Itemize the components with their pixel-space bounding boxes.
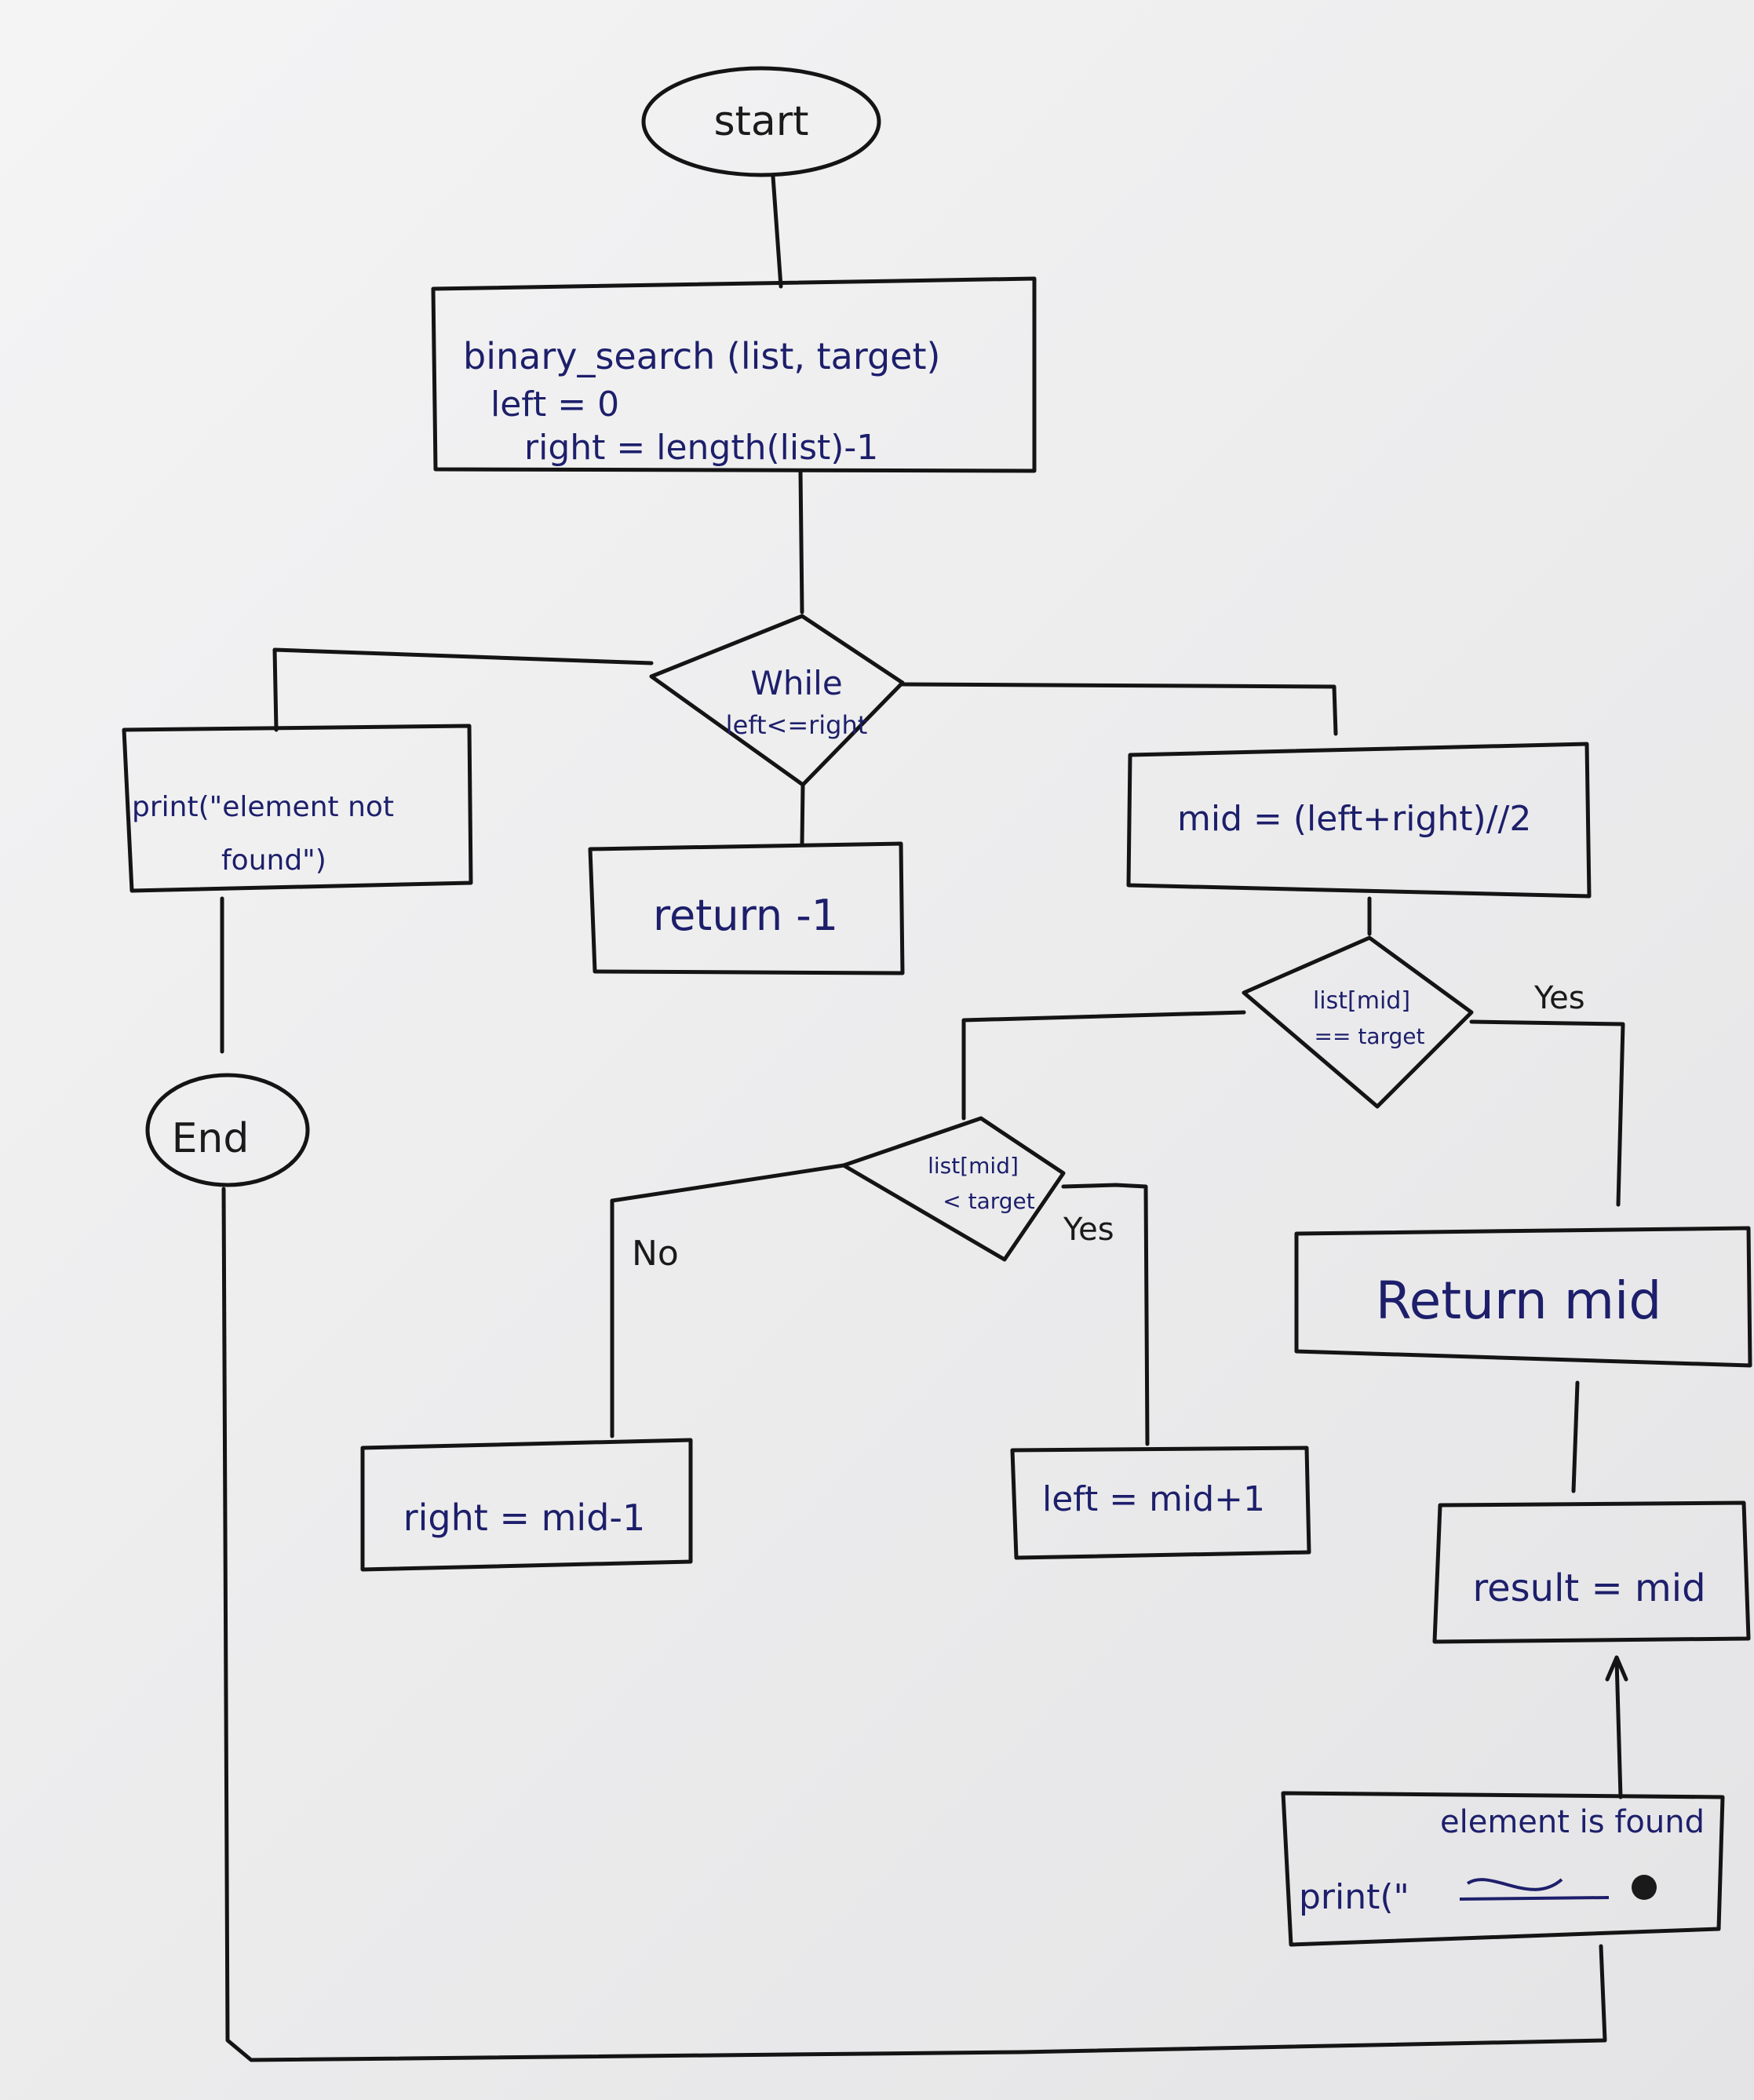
edge-start-init: [771, 174, 783, 289]
edge-init-while: [798, 468, 804, 614]
left-update-label: left = mid+1: [1042, 1479, 1265, 1519]
ink-blot: [1632, 1875, 1657, 1900]
scribble-mark: [1459, 1878, 1610, 1901]
start-terminal: [641, 66, 881, 177]
lt-check-line1: list[mid]: [928, 1153, 1019, 1179]
while-line1: While: [750, 664, 842, 702]
print-found-over-label: element is found: [1440, 1804, 1705, 1840]
init-process-box: [431, 276, 1037, 473]
edge-lt-no: [610, 1163, 846, 1438]
edge-while-true: [900, 682, 1338, 736]
eq-yes-label: Yes: [1533, 980, 1585, 1016]
return-mid-box: [1294, 1226, 1752, 1368]
return-mid-label: Return mid: [1376, 1271, 1662, 1331]
result-assign-label: result = mid: [1472, 1566, 1705, 1610]
not-found-line2: found"): [221, 844, 326, 877]
lt-no-label: No: [632, 1234, 679, 1274]
mid-calc-label: mid = (left+right)//2: [1177, 799, 1531, 839]
return-neg-label: return -1: [653, 891, 838, 940]
arrowhead-up: [1605, 1655, 1628, 1682]
eq-check-line1: list[mid]: [1313, 987, 1410, 1015]
edge-eq-yes: [1469, 1019, 1625, 1207]
not-found-box: [122, 724, 473, 893]
init-line1: binary_search (list, target): [463, 335, 940, 377]
lt-yes-label: Yes: [1063, 1212, 1114, 1248]
print-found-box: [1281, 1791, 1725, 1947]
edge-eq-no: [961, 1010, 1246, 1121]
lt-decision: [841, 1116, 1066, 1262]
right-update-box: [360, 1438, 693, 1572]
edge-lt-yes: [1061, 1183, 1150, 1446]
left-update-box: [1010, 1446, 1311, 1560]
edge-while-false: [272, 647, 654, 732]
print-found-label: print(": [1299, 1877, 1409, 1917]
not-found-line1: print("element not: [132, 791, 394, 823]
mid-calc-box: [1126, 742, 1592, 899]
init-line2: left = 0: [490, 385, 619, 425]
right-update-label: right = mid-1: [403, 1497, 646, 1539]
eq-decision: [1242, 935, 1474, 1109]
end-terminal: [145, 1073, 310, 1187]
edge-return-result: [1571, 1380, 1580, 1493]
while-line2: left<=right: [726, 710, 868, 740]
lt-check-line2: < target: [943, 1188, 1035, 1214]
start-label: start: [713, 98, 808, 145]
end-label: End: [172, 1115, 250, 1162]
init-line3: right = length(list)-1: [524, 428, 878, 468]
eq-check-line2: == target: [1315, 1023, 1425, 1049]
edge-loop-back: [221, 1187, 1607, 2062]
result-box: [1432, 1500, 1751, 1644]
edge-while-return: [800, 782, 805, 846]
edge-result-print: [1614, 1657, 1623, 1799]
return-neg-box: [588, 841, 905, 975]
